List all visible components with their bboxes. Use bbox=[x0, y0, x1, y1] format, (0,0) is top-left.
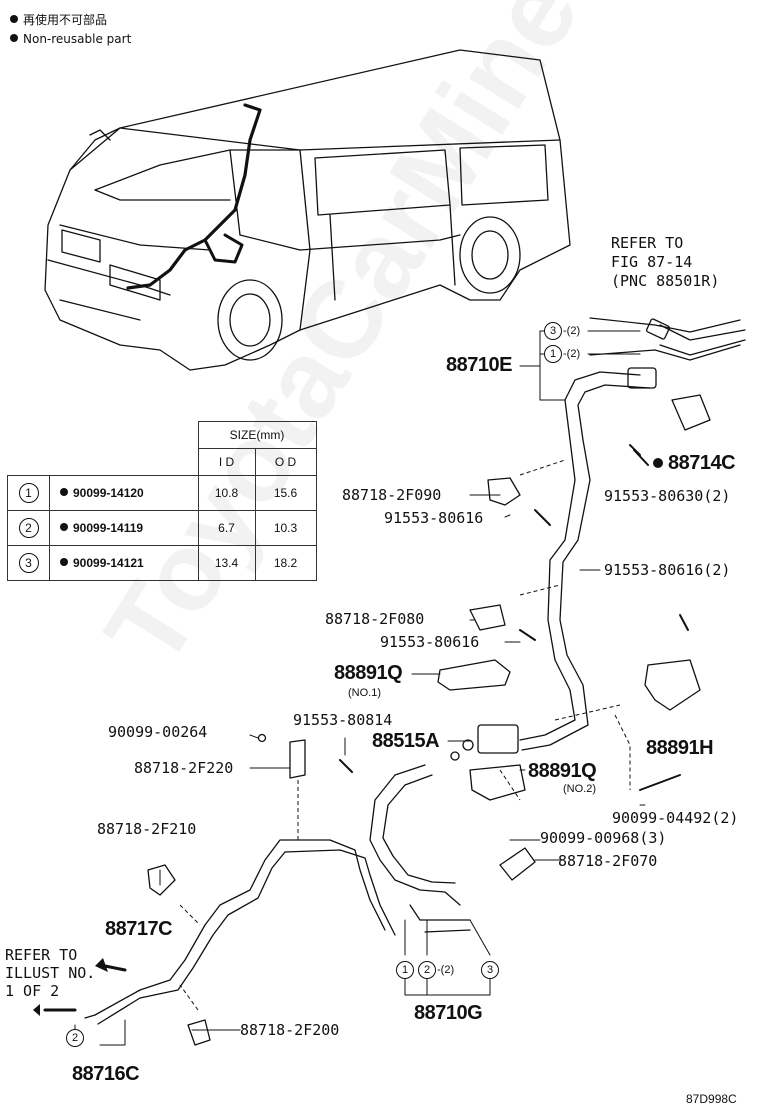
part-label-88710E: 88710E bbox=[446, 354, 512, 376]
van-illustration bbox=[44, 49, 571, 371]
refer-left: REFER TO ILLUST NO. 1 OF 2 bbox=[5, 946, 95, 1000]
part-number: 90099-14119 bbox=[73, 521, 144, 535]
part-label-88718-2F080: 88718-2F080 bbox=[325, 610, 425, 628]
callout-circle-3: 3 bbox=[544, 322, 562, 340]
part-label-88710G: 88710G bbox=[414, 1002, 483, 1024]
col-od-header: O D bbox=[254, 448, 317, 476]
part-label-91553-80630: 91553-80630(2) bbox=[604, 487, 731, 505]
no1-label: (NO.1) bbox=[348, 687, 381, 699]
outer-diameter: 18.2 bbox=[254, 545, 317, 581]
bullet-icon bbox=[10, 34, 18, 42]
callout-circle-2: 2 bbox=[418, 961, 436, 979]
part-label-88891Q-2: 88891Q bbox=[528, 760, 597, 782]
size-header: SIZE(mm) bbox=[197, 421, 317, 449]
bullet-icon bbox=[60, 488, 68, 496]
outer-diameter: 10.3 bbox=[254, 510, 317, 546]
part-label-88891H: 88891H bbox=[646, 737, 714, 759]
part-label-88714C: 88714C bbox=[653, 452, 736, 475]
part-label-90099-00968: 90099-00968(3) bbox=[540, 829, 667, 847]
row-number: 2 bbox=[18, 518, 39, 538]
part-label-88714C-text: 88714C bbox=[668, 452, 736, 474]
part-label-90099-04492: 90099-04492(2) bbox=[612, 809, 739, 827]
part-label-88717C: 88717C bbox=[105, 918, 173, 940]
bullet-icon bbox=[653, 458, 663, 468]
legend-jp-text: 再使用不可部品 bbox=[23, 13, 108, 27]
outer-diameter: 15.6 bbox=[254, 475, 317, 511]
callout-circle-2: 2 bbox=[66, 1029, 84, 1047]
part-label-91553-80814: 91553-80814 bbox=[293, 711, 393, 729]
table-row: 3 90099-14121 13.4 18.2 bbox=[7, 545, 317, 581]
part-label-91553-80616b: 91553-80616 bbox=[380, 633, 480, 651]
inner-diameter: 6.7 bbox=[197, 510, 256, 546]
part-label-88515A: 88515A bbox=[372, 730, 440, 752]
legend-en: Non-reusable part bbox=[10, 32, 131, 47]
size-table: SIZE(mm) I D O D 1 90099-14120 10.8 15.6… bbox=[7, 421, 317, 581]
no2-label: (NO.2) bbox=[563, 783, 596, 795]
callout-circle-1: 1 bbox=[544, 345, 562, 363]
row-number: 3 bbox=[18, 553, 39, 573]
refer-left-line: 1 OF 2 bbox=[5, 982, 60, 1000]
table-row: 2 90099-14119 6.7 10.3 bbox=[7, 510, 317, 546]
bullet-icon bbox=[10, 15, 18, 23]
refer-top-line: REFER TO bbox=[611, 234, 684, 252]
inner-diameter: 10.8 bbox=[197, 475, 256, 511]
part-label-88718-2F220: 88718-2F220 bbox=[134, 759, 234, 777]
legend-jp: 再使用不可部品 bbox=[10, 13, 107, 28]
refer-top-line: FIG 87-14 bbox=[611, 253, 693, 271]
bullet-icon bbox=[60, 523, 68, 531]
col-id-header: I D bbox=[197, 448, 256, 476]
illustration-code: 87D998C bbox=[686, 1092, 737, 1106]
part-number: 90099-14121 bbox=[73, 556, 144, 570]
qty-label: -(2) bbox=[563, 348, 581, 360]
bullet-icon bbox=[60, 558, 68, 566]
table-row: 1 90099-14120 10.8 15.6 bbox=[7, 475, 317, 511]
refer-left-line: ILLUST NO. bbox=[5, 964, 96, 982]
part-label-88716C: 88716C bbox=[72, 1063, 140, 1085]
refer-top-line: (PNC 88501R) bbox=[611, 272, 720, 290]
part-label-88718-2F090: 88718-2F090 bbox=[342, 486, 442, 504]
part-label-88718-2F200: 88718-2F200 bbox=[240, 1021, 340, 1039]
part-label-88718-2F210: 88718-2F210 bbox=[97, 820, 197, 838]
inner-diameter: 13.4 bbox=[197, 545, 256, 581]
refer-left-line: REFER TO bbox=[5, 946, 78, 964]
part-label-91553-80616-2: 91553-80616(2) bbox=[604, 561, 731, 579]
refer-top: REFER TO FIG 87-14 (PNC 88501R) bbox=[611, 234, 719, 291]
legend-en-text: Non-reusable part bbox=[23, 32, 132, 46]
part-label-90099-00264: 90099-00264 bbox=[108, 723, 208, 741]
qty-label: -(2) bbox=[437, 964, 455, 976]
callout-circle-1: 1 bbox=[396, 961, 414, 979]
part-label-88718-2F070: 88718-2F070 bbox=[558, 852, 658, 870]
row-number: 1 bbox=[18, 483, 39, 503]
part-label-88891Q-1: 88891Q bbox=[334, 662, 403, 684]
part-label-91553-80616: 91553-80616 bbox=[384, 509, 484, 527]
part-number: 90099-14120 bbox=[73, 486, 144, 500]
callout-circle-3: 3 bbox=[481, 961, 499, 979]
qty-label: -(2) bbox=[563, 325, 581, 337]
